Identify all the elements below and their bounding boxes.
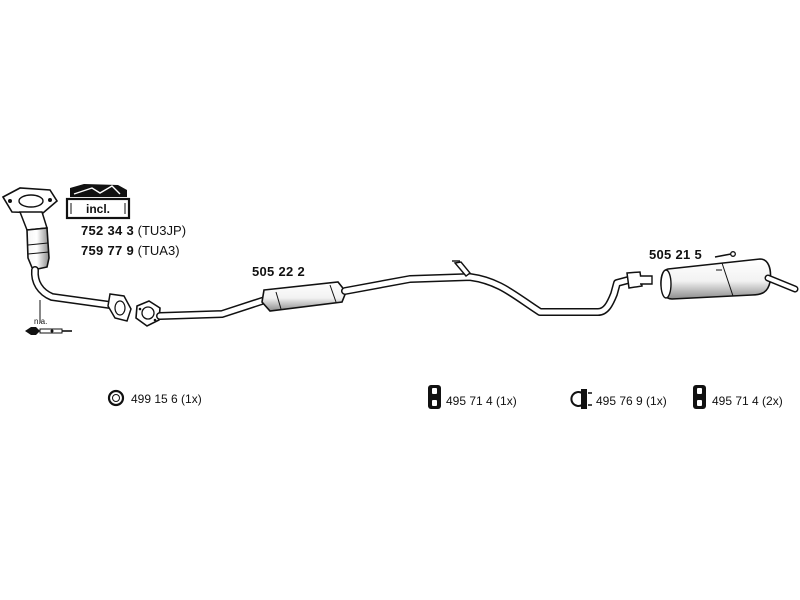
accessory-label-rubber-mount-2x: 495 71 4 (2x): [712, 394, 783, 408]
intermediate-pipe: [341, 260, 636, 316]
accessory-label-clamp: 495 76 9 (1x): [596, 394, 667, 408]
rear-silencer-part-number: 505 21 5: [649, 247, 702, 262]
clamp-icon: [570, 389, 592, 409]
part-number: 505 21 5: [649, 247, 703, 262]
catalytic-converter-variant-1: 752 34 3 (TU3JP): [81, 223, 186, 238]
gasket-kit-box: [65, 184, 131, 220]
middle-silencer[interactable]: [261, 281, 347, 312]
engine-code: (TU3JP): [137, 223, 187, 238]
flange-gasket[interactable]: [135, 300, 161, 327]
incl-label: incl.: [86, 202, 111, 216]
rubber-mount-icon: [428, 385, 441, 409]
rear-silencer[interactable]: [660, 251, 799, 300]
accessory-label-rubber-mount: 495 71 4 (1x): [446, 394, 517, 408]
pipe-connector: [626, 271, 653, 289]
front-pipe: [156, 296, 269, 320]
catalytic-converter[interactable]: [1, 187, 132, 322]
not-available-label: n.a.: [34, 317, 48, 326]
catalytic-converter-variant-2: 759 77 9 (TUA3): [81, 243, 180, 258]
part-number: 759 77 9: [81, 243, 135, 258]
accessory-label-gasket: 499 15 6 (1x): [131, 392, 202, 406]
middle-silencer-part-number: 505 22 2: [252, 264, 305, 279]
ring-gasket-icon: [107, 389, 125, 407]
oxygen-sensor: [25, 300, 72, 335]
part-number: 752 34 3: [81, 223, 135, 238]
engine-code: (TUA3): [137, 243, 180, 258]
part-number: 505 22 2: [252, 264, 306, 279]
rubber-mount-icon: [693, 385, 706, 409]
